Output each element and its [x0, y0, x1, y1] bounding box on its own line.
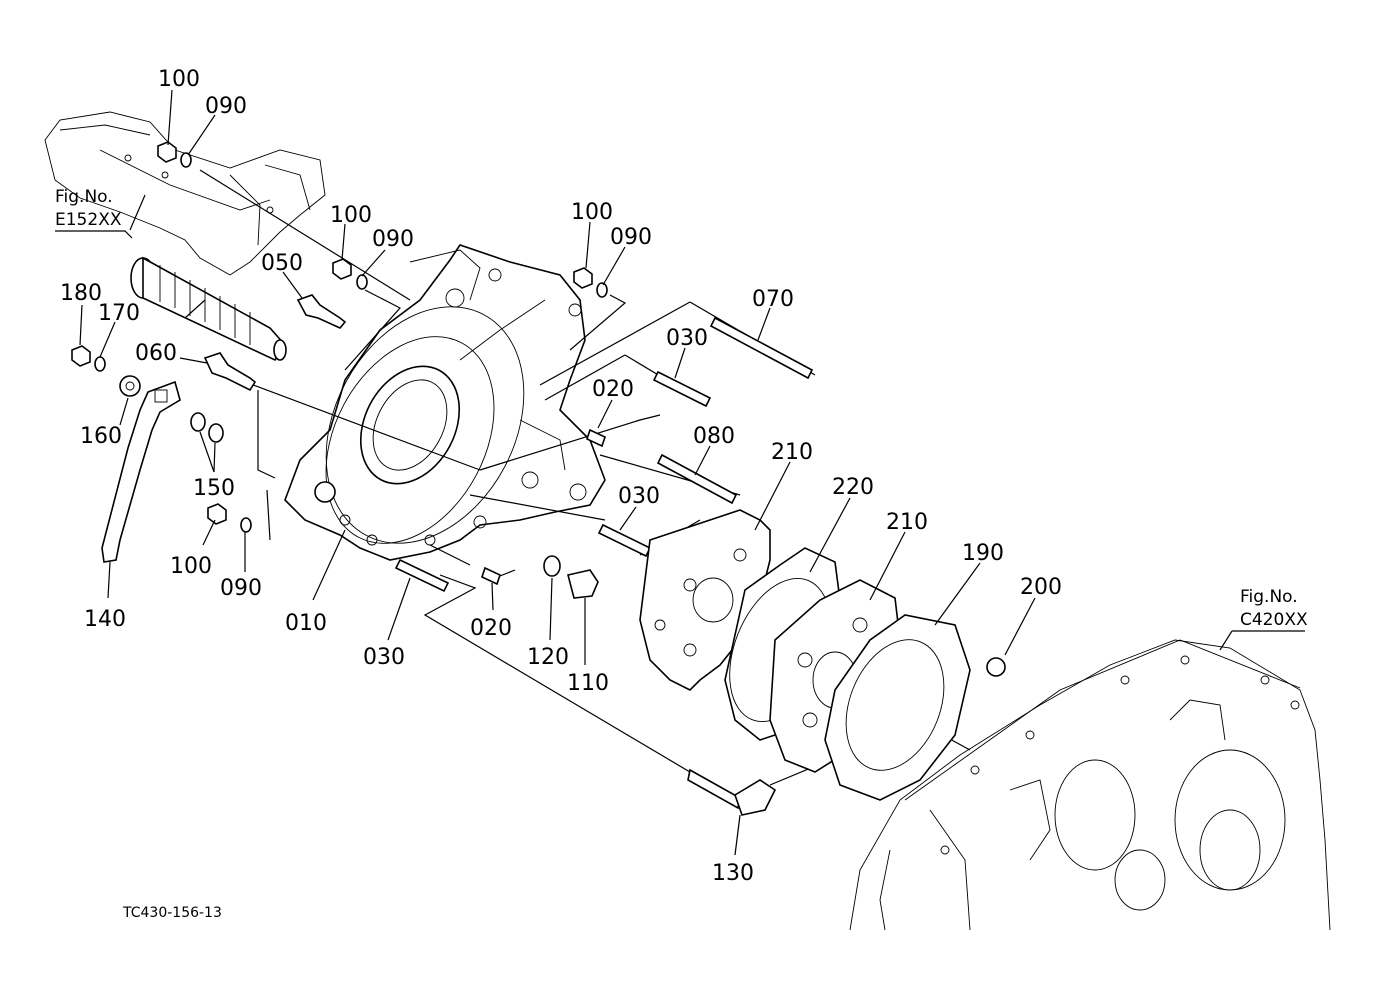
- callout-130: 130: [712, 861, 754, 886]
- callout-020: 020: [470, 616, 512, 641]
- callout-170: 170: [98, 301, 140, 326]
- callout-050: 050: [261, 251, 303, 276]
- callout-080: 080: [693, 424, 735, 449]
- callout-labels: 100 090 100 090 100 090 050 180 170 060 …: [60, 67, 1062, 886]
- callout-200: 200: [1020, 575, 1062, 600]
- figure-ref-code: C420XX: [1240, 610, 1308, 630]
- callout-220: 220: [832, 475, 874, 500]
- callout-030: 030: [618, 484, 660, 509]
- rear-axle-housing-outline: [44, 111, 326, 276]
- figure-ref-label: Fig.No.: [55, 187, 113, 207]
- brake-case-010: [284, 244, 606, 561]
- callout-210: 210: [886, 510, 928, 535]
- drawing-code: TC430-156-13: [122, 905, 222, 921]
- callout-210: 210: [771, 440, 813, 465]
- callout-190: 190: [962, 541, 1004, 566]
- splined-shaft: [130, 256, 287, 362]
- figure-ref-c420xx: Fig.No. C420XX: [1219, 587, 1308, 651]
- callout-100: 100: [330, 203, 372, 228]
- hardware-parts: [71, 141, 1006, 816]
- callout-180: 180: [60, 281, 102, 306]
- figure-ref-code: E152XX: [55, 210, 122, 230]
- callout-100: 100: [158, 67, 200, 92]
- callout-100: 100: [571, 200, 613, 225]
- transmission-case-outline: [849, 639, 1331, 931]
- callout-020: 020: [592, 377, 634, 402]
- callout-120: 120: [527, 645, 569, 670]
- callout-030: 030: [666, 326, 708, 351]
- callout-090: 090: [220, 576, 262, 601]
- brake-plates: [639, 509, 971, 801]
- callout-100: 100: [170, 554, 212, 579]
- callout-090: 090: [372, 227, 414, 252]
- callout-090: 090: [205, 94, 247, 119]
- callout-150: 150: [193, 476, 235, 501]
- figure-ref-label: Fig.No.: [1240, 587, 1298, 607]
- callout-060: 060: [135, 341, 177, 366]
- callout-090: 090: [610, 225, 652, 250]
- callout-110: 110: [567, 671, 609, 696]
- callout-010: 010: [285, 611, 327, 636]
- callout-leaders: [79, 89, 1036, 856]
- callout-070: 070: [752, 287, 794, 312]
- figure-ref-e152xx: Fig.No. E152XX: [55, 187, 133, 239]
- callout-140: 140: [84, 607, 126, 632]
- callout-030: 030: [363, 645, 405, 670]
- callout-160: 160: [80, 424, 122, 449]
